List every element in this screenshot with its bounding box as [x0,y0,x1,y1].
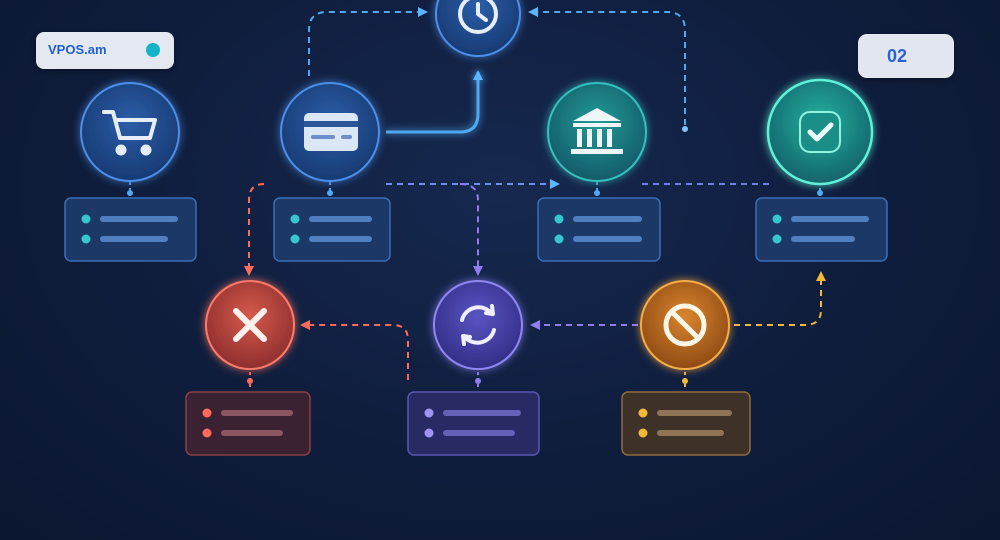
node-pending [435,0,521,57]
flow-junction-dot [682,126,688,132]
dashed-arrow-blocked-to-success [734,271,826,326]
node-blocked [640,280,730,370]
flow-arrow-card-to-bank [386,70,483,134]
bank-icon [571,108,623,154]
info-card-blocked [621,391,751,456]
dashed-arrow-card-to-pending [308,7,428,76]
info-card-cart [64,197,197,262]
cart-icon [102,110,157,156]
node-success [766,78,874,186]
close-icon [233,308,267,342]
page-number: 02 [886,46,908,66]
dashed-arrow-retry-to-failed [300,320,409,380]
dashed-arrow-card-to-retry [459,183,483,276]
page-number-badge: 02 [858,34,954,78]
node-failed [205,280,295,370]
info-card-card [273,197,391,262]
node-card [280,82,380,182]
info-card-retry [407,391,540,456]
refresh-icon [460,304,496,346]
clock-icon [458,0,498,34]
info-card-success [755,197,888,262]
node-retry [433,280,523,370]
info-card-bank [537,197,661,262]
stub-dots [127,190,823,384]
dashed-arrow-bank-to-pending [528,7,686,125]
node-bank [547,82,647,182]
brand-badge: VPOS.am [36,32,174,69]
dashed-arrow-card-to-failed [244,183,265,276]
credit-card-icon [304,113,358,151]
info-card-failed [185,391,311,456]
checkmark-icon [799,111,841,153]
brand-status-dot [146,43,160,57]
brand-label: VPOS.am [48,42,107,57]
node-cart [80,82,180,182]
blocked-icon [663,303,707,347]
